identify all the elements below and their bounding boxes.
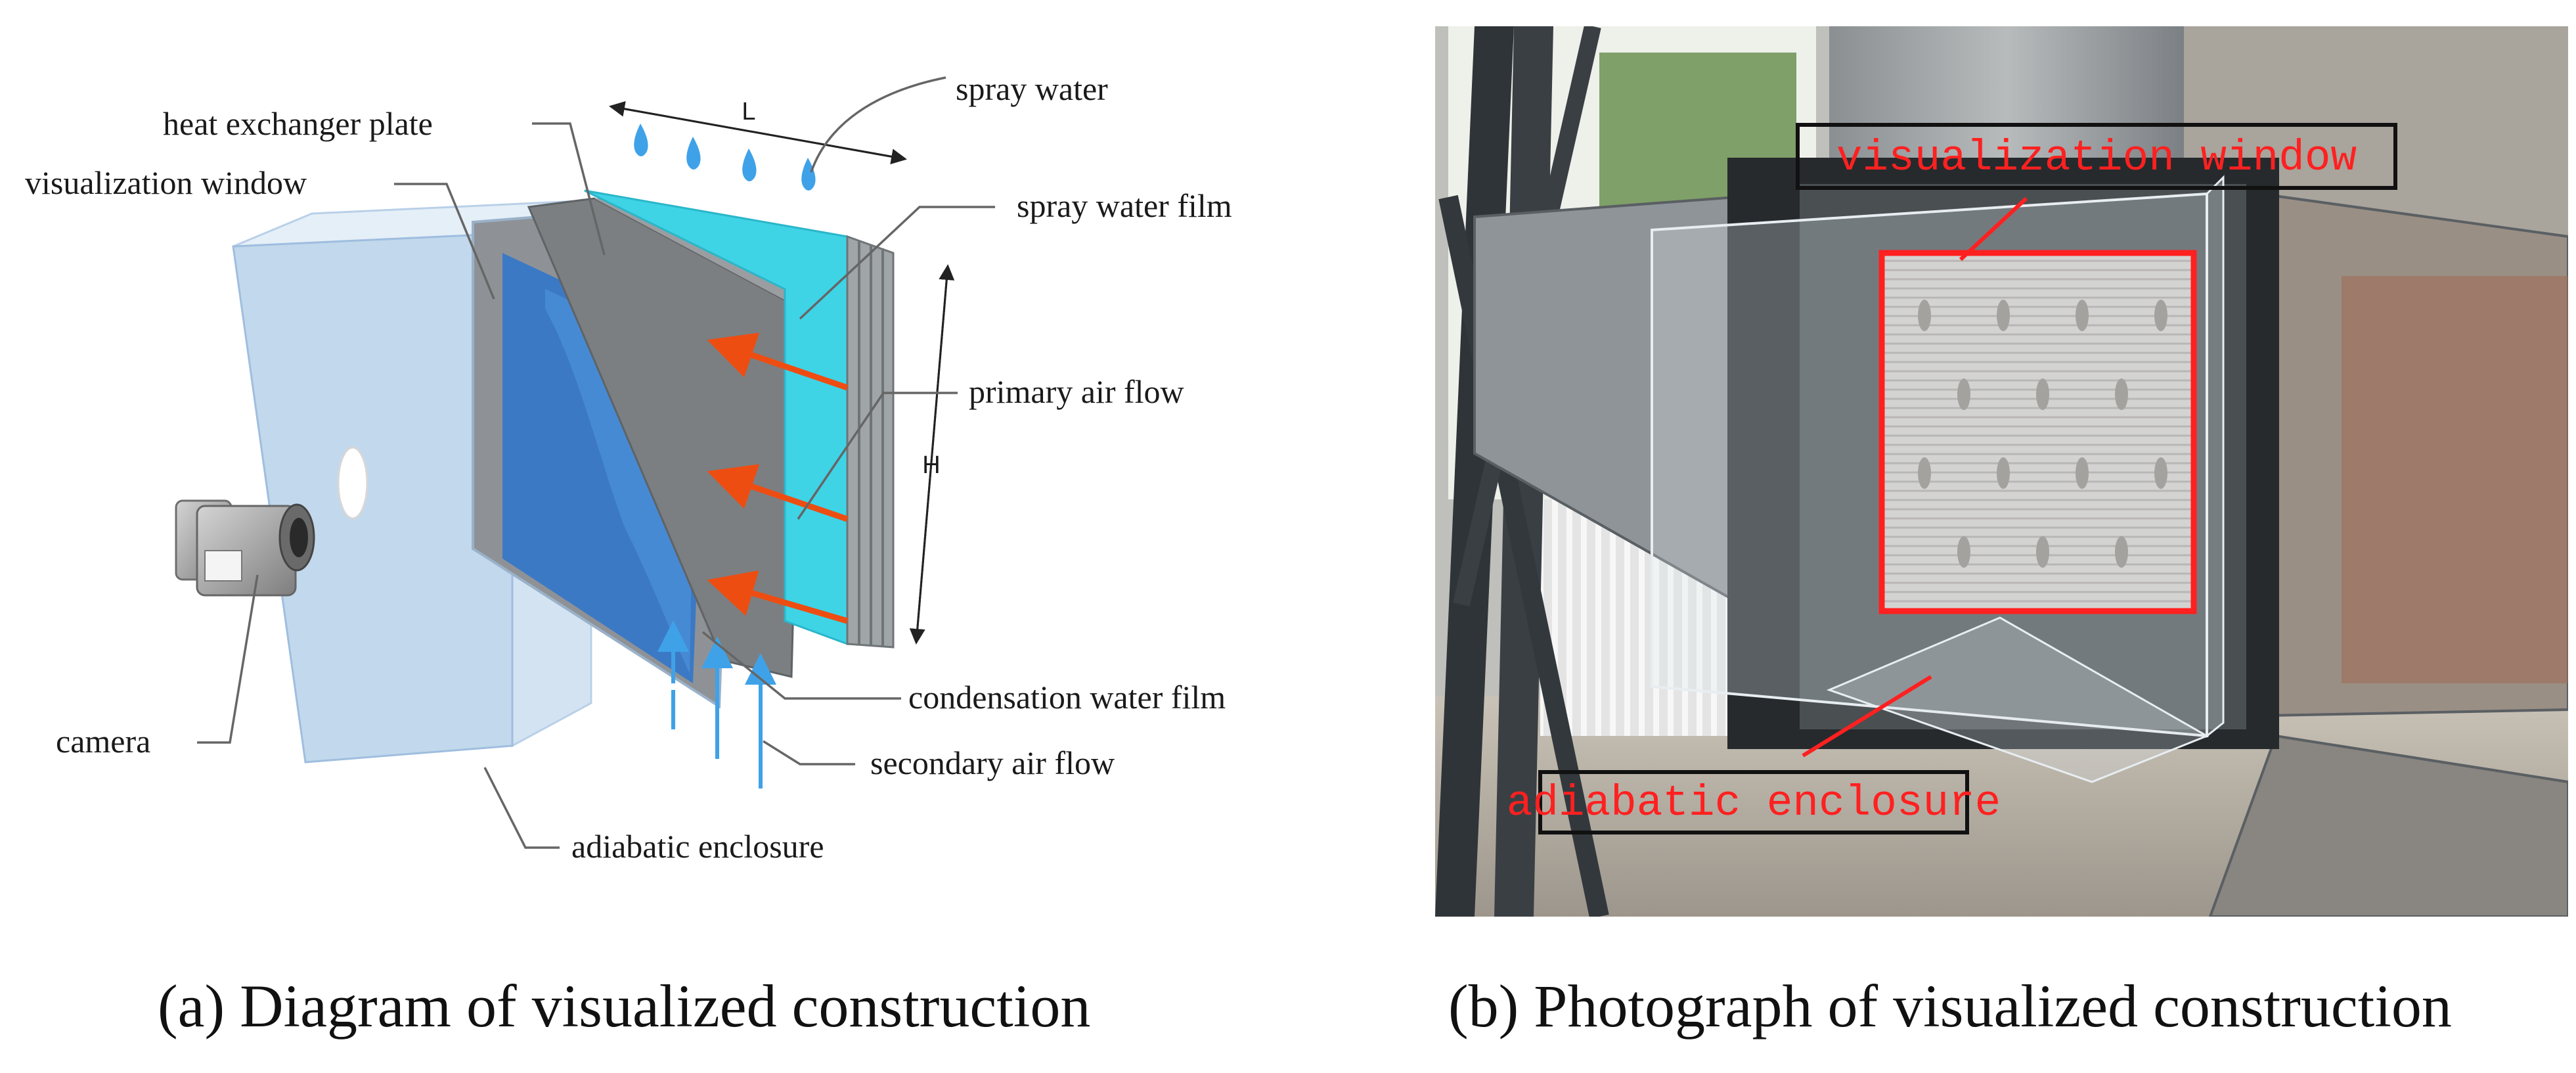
photo-visualization-window-outline [1878,250,2197,614]
label-spray-water-film: spray water film [1017,187,1232,224]
leader-lines [197,76,995,849]
primary-air-arrow [707,332,849,391]
photo-label-box-adiabatic-enclosure [1538,770,1969,834]
leader-adiabatic-enclosure [483,767,560,849]
water-drop [634,124,648,156]
water-drop [686,137,701,170]
water-drop [742,148,757,181]
leader-spray-water [810,76,946,173]
photo-leader-adiabatic-enclosure [1802,675,1932,758]
photo-acrylic-enclosure [1651,175,2225,783]
leader-heat-exchanger-plate [532,122,606,256]
primary-air-arrow [707,464,849,522]
photo-label-visualization-window: visualization window [1836,133,2357,183]
label-heat-exchanger-plate: heat exchanger plate [163,105,433,142]
leader-spray-water-film [799,206,995,320]
caption-b: (b) Photograph of visualized constructio… [1448,972,2452,1039]
leader-condensation-water-film [701,631,901,700]
primary-air-arrow [707,570,849,624]
dimension-h-label: H [922,451,940,479]
dimension-l: L [609,98,907,165]
photo-label-adiabatic-enclosure: adiabatic enclosure [1507,779,2001,828]
label-visualization-window: visualization window [25,164,307,201]
water-drop [801,158,816,191]
leader-camera [197,574,259,744]
leader-visualization-window [394,183,495,300]
photo-b: visualization window adiabatic enclosure… [1435,26,2568,1039]
diagram-labels: heat exchanger plate visualization windo… [25,70,1232,865]
photo-plate-dimples [1918,300,2167,568]
label-primary-air-flow: primary air flow [969,373,1184,410]
spray-water-film-shape [584,189,895,649]
photo-leader-visualization-window [1959,196,2028,262]
primary-air-flow-arrows [707,332,849,624]
photo-frame: visualization window adiabatic enclosure [1435,26,2568,917]
caption-a: (a) Diagram of visualized construction [158,972,1090,1039]
diagram-a: L H heat exchanger plate visualization w… [25,70,1232,1039]
heat-exchanger-plate-shape [527,197,818,678]
photo-label-box-visualization-window [1796,123,2397,190]
spray-water-drops [634,124,816,191]
leader-primary-air-flow [797,392,958,520]
label-camera: camera [56,723,150,760]
label-condensation-water-film: condensation water film [908,679,1226,716]
label-secondary-air-flow: secondary air flow [870,744,1115,781]
label-adiabatic-enclosure: adiabatic enclosure [571,828,824,865]
camera-shape [175,499,315,597]
dimension-h: H [909,264,955,645]
leader-secondary-air-flow [763,740,855,765]
dimension-l-label: L [742,98,755,126]
label-spray-water: spray water [956,70,1108,107]
